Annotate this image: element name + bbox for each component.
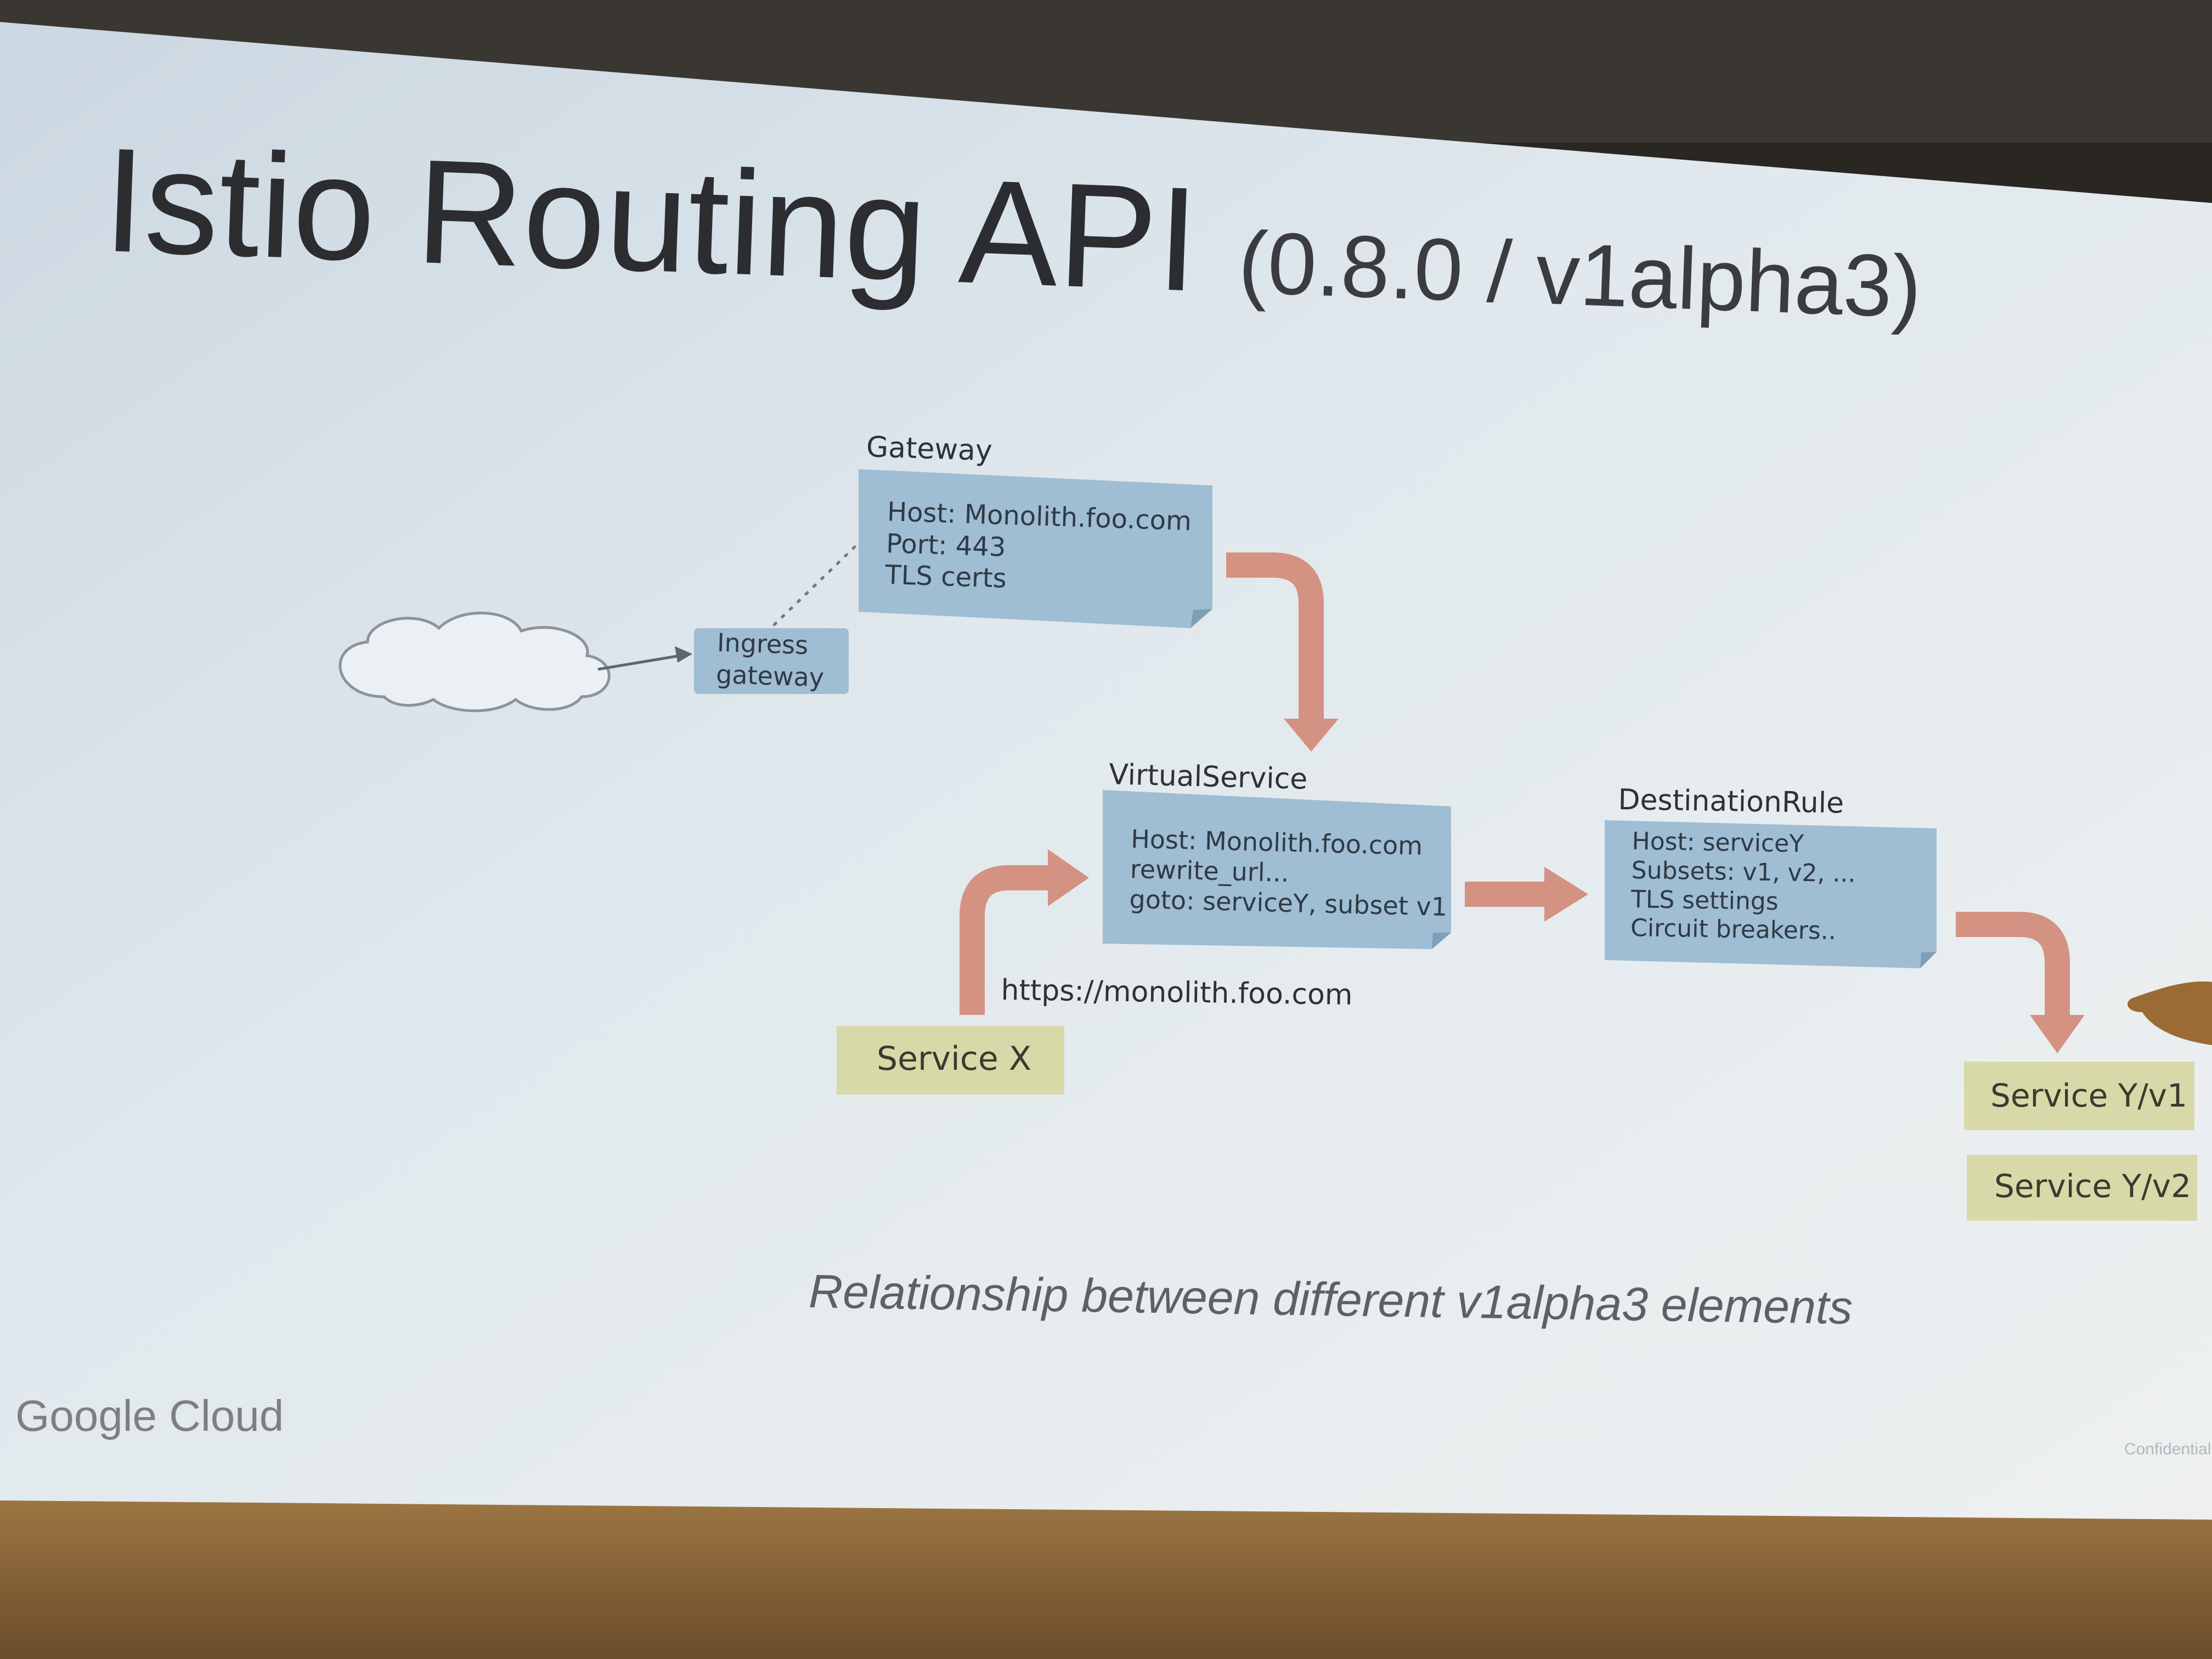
gateway-label: Gateway — [866, 431, 993, 468]
hand-pointer-icon — [2127, 981, 2212, 1045]
destinationrule-to-servicey-arrow — [1956, 912, 2070, 1018]
ingress-to-gateway-dotted — [772, 542, 860, 627]
service-y-v2-label: Service Y/v2 — [1994, 1167, 2191, 1205]
service-x-label: Service X — [877, 1040, 1031, 1078]
destinationrule-circuit-text: Circuit breakers.. — [1630, 914, 1837, 946]
destinationrule-box-fold — [1920, 952, 1937, 968]
destinationrule-box — [1605, 820, 1937, 968]
destinationrule-tls-text: TLS settings — [1630, 885, 1779, 916]
cloud-icon — [338, 612, 611, 713]
service-y-v2-box — [1967, 1155, 2197, 1221]
destinationrule-host-text: Host: serviceY — [1632, 827, 1804, 858]
virtualservice-box — [1103, 790, 1451, 949]
gateway-to-virtualservice-arrowhead — [1284, 719, 1339, 752]
virtualservice-details: Host: Monolith.foo.com rewrite_url... go… — [1129, 824, 1449, 923]
gateway-to-virtualservice-arrow — [1226, 552, 1324, 727]
gateway-details: Host: Monolith.foo.com Port: 443 TLS cer… — [885, 496, 1192, 601]
servicex-to-virtualservice-arrowhead — [1048, 849, 1089, 906]
service-y-v1-label: Service Y/v1 — [1990, 1077, 2187, 1114]
ingress-gateway-text: Ingress gateway — [715, 627, 825, 693]
servicex-to-virtualservice-arrow — [960, 865, 1053, 1015]
ingress-gateway-box — [694, 628, 849, 694]
virtualservice-box-fold — [1432, 933, 1451, 949]
virtualservice-label: VirtualService — [1108, 758, 1308, 796]
ingress-line-1: Ingress — [716, 627, 809, 661]
virtualservice-to-destinationrule-arrowhead — [1544, 867, 1588, 922]
slide-screen — [0, 22, 2212, 1520]
monolith-url-label: https://monolith.foo.com — [1001, 974, 1353, 1012]
gateway-box — [859, 469, 1212, 628]
gateway-box-fold — [1190, 609, 1212, 628]
ingress-line-2: gateway — [715, 659, 825, 692]
destinationrule-details: Host: serviceY Subsets: v1, v2, ... TLS … — [1630, 827, 1857, 947]
service-x-box — [837, 1026, 1064, 1094]
service-y-v1-box — [1964, 1062, 2194, 1130]
confidential-label: Confidential — [2124, 1440, 2211, 1458]
destinationrule-label: DestinationRule — [1618, 783, 1844, 820]
cloud-to-ingress-arrow — [597, 654, 681, 671]
google-cloud-logo: Google Cloud — [15, 1391, 284, 1440]
destinationrule-to-servicey-arrowhead — [2030, 1015, 2085, 1053]
cloud-to-ingress-arrowhead — [675, 646, 692, 663]
destinationrule-subsets-text: Subsets: v1, v2, ... — [1631, 856, 1856, 888]
